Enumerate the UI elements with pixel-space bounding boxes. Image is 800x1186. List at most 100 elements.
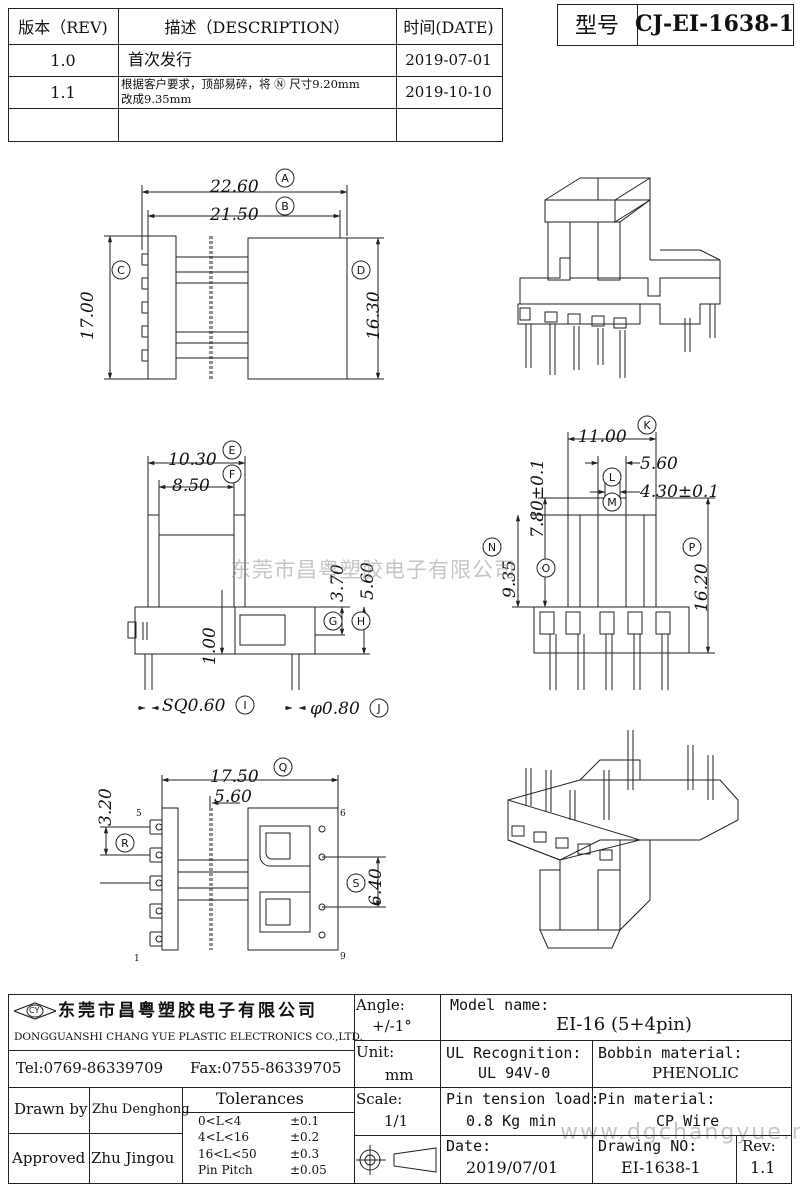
tolerance-range-4: Pin Pitch xyxy=(198,1163,253,1177)
dim-l: 5.60 xyxy=(640,454,678,474)
model-label: 型号 xyxy=(574,14,619,39)
projection-symbol xyxy=(356,1145,437,1175)
dim-c: 17.00 xyxy=(78,291,98,340)
callout-h: H xyxy=(356,614,366,628)
iso-view-bottom xyxy=(507,730,739,949)
callout-o: O xyxy=(541,561,551,575)
fax: Fax:0755-86339705 xyxy=(190,1059,342,1077)
dim-a: 22.60 xyxy=(210,177,259,197)
date-value: 2019/07/01 xyxy=(466,1158,559,1177)
callout-r: R xyxy=(121,836,129,850)
revision-table xyxy=(8,8,503,142)
pin-number-1: 1 xyxy=(134,954,140,964)
angle-label: Angle: xyxy=(356,996,405,1014)
model-box xyxy=(557,4,794,46)
callout-j: J xyxy=(377,701,381,715)
tolerance-value-4: ±0.05 xyxy=(290,1163,327,1177)
pin-number-5: 5 xyxy=(136,809,142,819)
dim-m: 4.30±0.1 xyxy=(640,482,720,502)
company-name-cn: 东莞市昌粤塑胶电子有限公司 xyxy=(58,1001,318,1021)
dim-k: 11.00 xyxy=(578,427,627,447)
pin-tension-label: Pin tension load: xyxy=(446,1090,600,1108)
callout-b: B xyxy=(281,199,289,213)
watermark-url: www.dgchangyue.net xyxy=(560,1120,800,1145)
dim-o: 7.80±0.1 xyxy=(528,458,548,538)
iso-view-top xyxy=(517,177,721,378)
callout-f: F xyxy=(228,467,236,481)
tolerance-range-1: 0<L<4 xyxy=(198,1114,242,1128)
unit-label: Unit: xyxy=(356,1043,395,1061)
drawn-by-value: Zhu Denghong xyxy=(92,1102,190,1117)
rev-value: 1.1 xyxy=(750,1158,776,1177)
tolerance-value-3: ±0.3 xyxy=(290,1147,320,1161)
tolerance-range-3: 16<L<50 xyxy=(198,1147,257,1161)
pin-material-label: Pin material: xyxy=(598,1090,716,1108)
callout-i: I xyxy=(243,698,247,712)
callout-s: S xyxy=(352,876,360,890)
unit-value: mm xyxy=(385,1066,414,1084)
approved-value: Zhu Jingou xyxy=(91,1149,175,1167)
callout-a: A xyxy=(281,171,289,185)
pin-material-value: CP Wire xyxy=(656,1112,720,1130)
drawn-by-label: Drawn by xyxy=(14,1100,88,1118)
ul-label: UL Recognition: xyxy=(446,1044,582,1062)
desc-1-0: 首次发行 xyxy=(128,50,193,69)
dim-d: 16.30 xyxy=(364,291,384,340)
callout-e: E xyxy=(228,443,236,457)
dim-bottom-ref: 5.60 xyxy=(214,787,252,807)
bobbin-material-value: PHENOLIC xyxy=(652,1064,739,1082)
title-block xyxy=(8,994,792,1184)
dim-e: 10.30 xyxy=(168,450,217,470)
tolerance-range-2: 4<L<16 xyxy=(198,1130,249,1144)
tolerances-label: Tolerances xyxy=(216,1089,304,1108)
watermark-company: 东莞市昌粤塑胶电子有限公司 xyxy=(230,558,516,582)
callout-g: G xyxy=(328,614,338,628)
model-name-value: EI-16 (5+4pin) xyxy=(556,1014,692,1035)
description-header: 描述（DESCRIPTION） xyxy=(164,18,350,37)
tolerance-value-1: ±0.1 xyxy=(290,1114,320,1128)
rev-header: 版本（REV) xyxy=(18,18,108,37)
bobbin-material-label: Bobbin material: xyxy=(598,1044,743,1062)
scale-label: Scale: xyxy=(356,1090,403,1108)
dim-p: 16.20 xyxy=(692,563,712,612)
callout-k: K xyxy=(643,418,651,432)
tolerance-value-2: ±0.2 xyxy=(290,1130,320,1144)
desc-1-1-line2: 改成9.35mm xyxy=(121,92,192,106)
callout-l: L xyxy=(608,470,616,484)
dim-pin-offset: 1.00 xyxy=(200,627,220,665)
dim-b: 21.50 xyxy=(210,205,259,225)
technical-drawing xyxy=(100,168,739,951)
company-name-en: DONGGUANSHI CHANG YUE PLASTIC ELECTRONIC… xyxy=(14,1031,363,1043)
dim-q: 17.50 xyxy=(210,767,259,787)
pin-tension-value: 0.8 Kg min xyxy=(466,1112,557,1130)
callout-q: Q xyxy=(278,760,288,774)
date-1-0: 2019-07-01 xyxy=(405,51,492,69)
ul-value: UL 94V-0 xyxy=(478,1064,551,1082)
company-logo xyxy=(14,1002,56,1020)
date-header: 时间(DATE) xyxy=(403,18,494,37)
rev-label: Rev: xyxy=(742,1137,776,1155)
dim-s: 6.40 xyxy=(366,868,386,906)
drawing-no-label: Drawing NO: xyxy=(598,1137,698,1155)
callout-c: C xyxy=(117,263,125,277)
side-view xyxy=(127,456,370,711)
date-label: Date: xyxy=(446,1137,492,1155)
logo-text: CY xyxy=(29,1006,40,1015)
callout-m: M xyxy=(607,495,617,509)
dim-i: SQ0.60 xyxy=(162,696,226,716)
dim-f: 8.50 xyxy=(172,476,210,496)
bottom-view xyxy=(100,775,386,951)
approved-label: Approved xyxy=(12,1149,86,1167)
pin-number-6: 6 xyxy=(340,809,346,819)
rev-1-1: 1.1 xyxy=(50,82,76,102)
dim-r: 3.20 xyxy=(96,788,116,826)
dim-j: φ0.80 xyxy=(310,699,360,719)
scale-value: 1/1 xyxy=(384,1112,409,1130)
callout-n: N xyxy=(487,540,497,554)
angle-value: +/-1° xyxy=(372,1017,412,1035)
desc-1-1-line1: 根据客户要求，顶部易碎，将 Ⓝ 尺寸9.20mm xyxy=(121,77,360,91)
drawing-no-value: EI-1638-1 xyxy=(621,1158,701,1177)
callout-p: P xyxy=(688,540,696,554)
model-name-label: Model name: xyxy=(450,996,550,1014)
